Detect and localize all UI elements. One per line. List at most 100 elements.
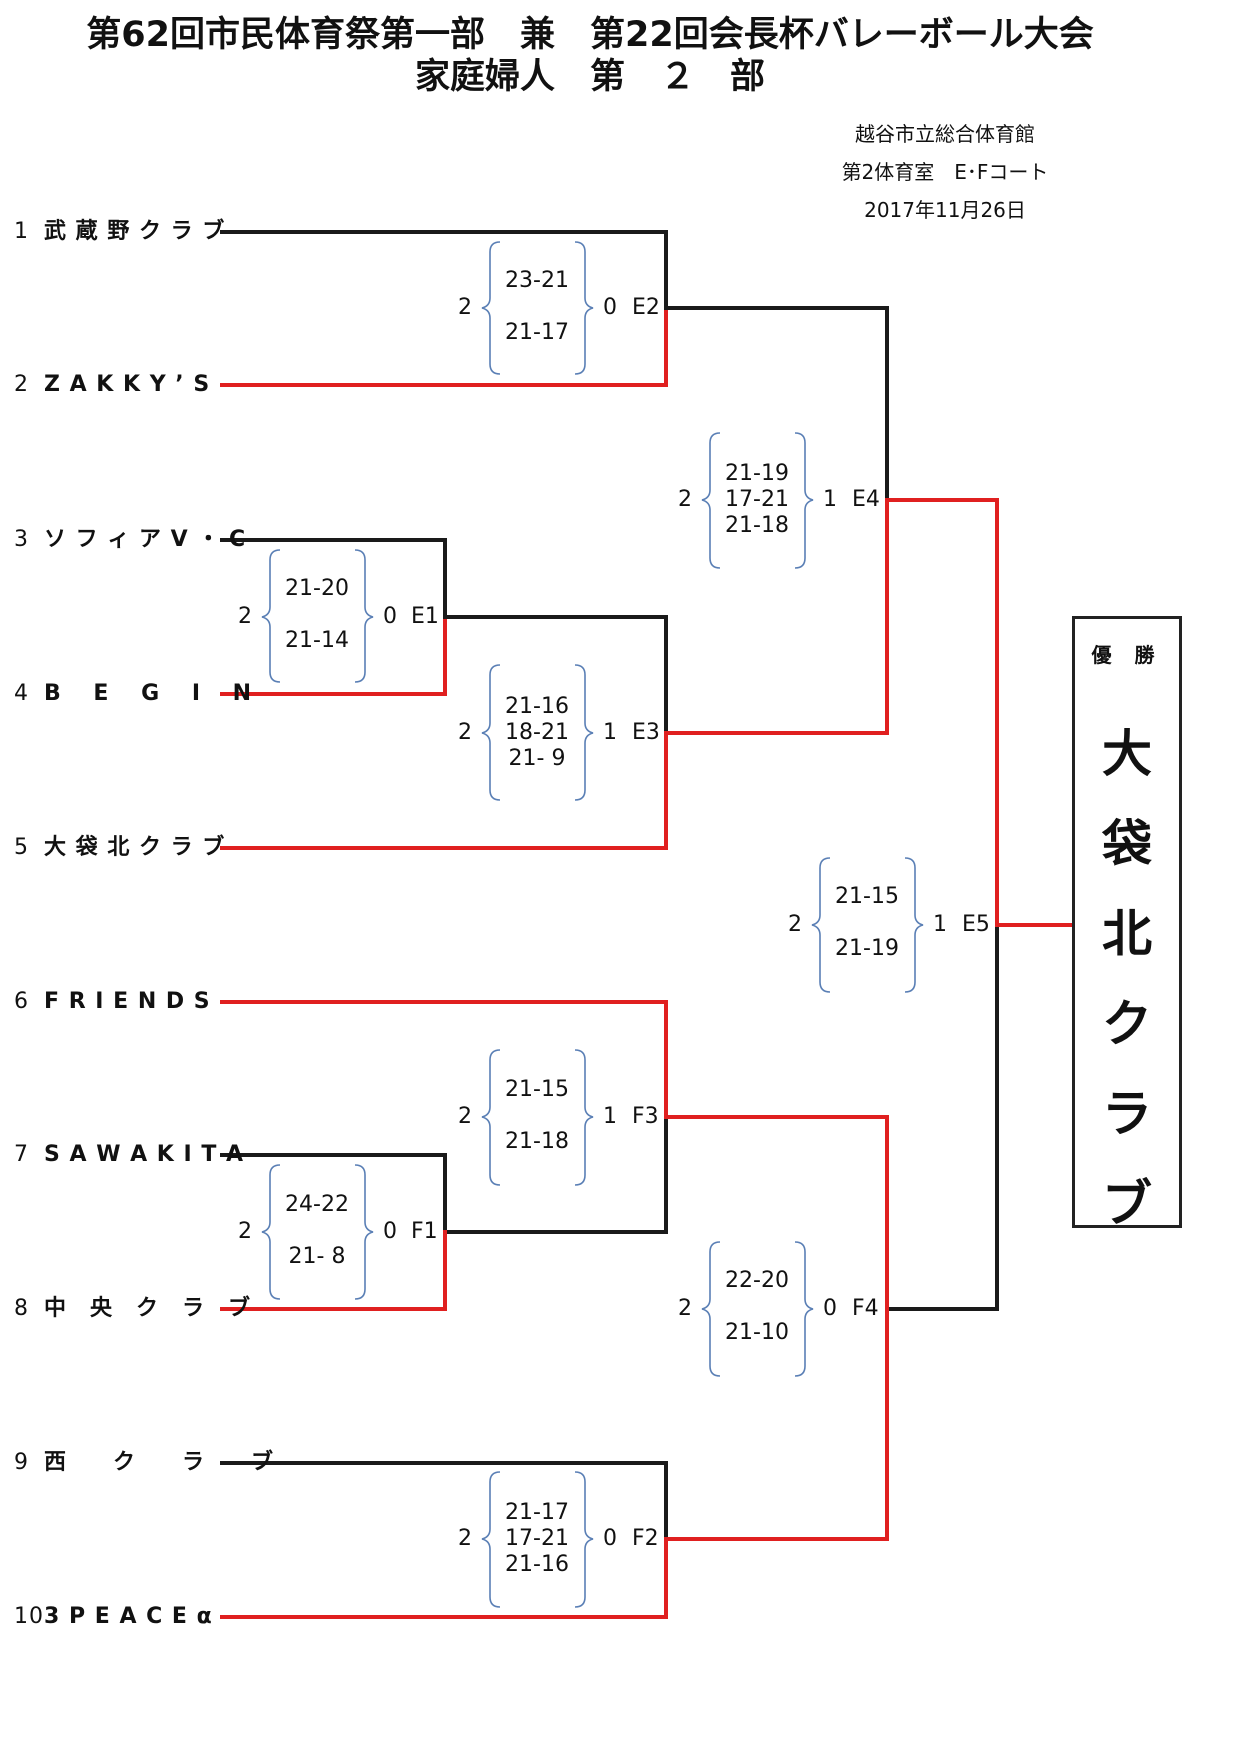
sets-won-left: 2 [788, 912, 802, 937]
champion-name: 大 袋 北 ク ラ ブ [1075, 709, 1179, 1249]
sets-won-left: 2 [458, 720, 472, 745]
team-row: 8 中 央 ク ラ ブ [14, 1295, 251, 1323]
team-name: 西 ク ラ ブ [44, 1450, 275, 1475]
team-name: ソ フ ィ ア V ・ C [44, 527, 247, 552]
set-score: 23-21 [505, 268, 569, 293]
sets-won-right: 1 [823, 487, 837, 512]
bracket-line-f2-winner [664, 1307, 889, 1541]
brace-f1-left [261, 1164, 281, 1300]
brace-e1-right [354, 549, 374, 683]
sets-won-left: 2 [458, 295, 472, 320]
team-number: 8 [14, 1296, 29, 1321]
team-row: 1 武 蔵 野 ク ラ ブ [14, 218, 225, 246]
team-name: 大 袋 北 ク ラ ブ [44, 835, 226, 860]
brace-f3-left [481, 1049, 501, 1186]
sets-won-right: 1 [603, 720, 617, 745]
sets-won-left: 2 [458, 1526, 472, 1551]
brace-f2-right [574, 1471, 594, 1608]
sets-won-right: 1 [933, 912, 947, 937]
set-score: 21-18 [725, 513, 789, 538]
set-score: 21-17 [505, 320, 569, 345]
team-number: 6 [14, 989, 29, 1014]
bracket-line-team10 [220, 1537, 668, 1619]
match-id: F1 [411, 1219, 438, 1244]
brace-f4-left [701, 1241, 721, 1377]
page-title: 第62回市民体育祭第一部 兼 第22回会長杯バレーボール大会 [86, 15, 1094, 55]
set-score: 24-22 [285, 1192, 349, 1217]
set-score: 17-21 [725, 487, 789, 512]
date-label: 2017年11月26日 [864, 198, 1026, 222]
venue-label: 越谷市立総合体育館 [855, 122, 1035, 146]
team-number: 1 [14, 219, 29, 244]
team-row: 9 西 ク ラ ブ [14, 1449, 274, 1477]
sets-won-right: 0 [603, 1526, 617, 1551]
brace-f4-right [794, 1241, 814, 1377]
sets-won-left: 2 [238, 604, 252, 629]
sets-won-left: 2 [458, 1104, 472, 1129]
set-score: 17-21 [505, 1526, 569, 1551]
bracket-line-team8 [220, 1230, 447, 1311]
team-name: 武 蔵 野 ク ラ ブ [44, 219, 226, 244]
champion-name-char: 北 [1102, 905, 1152, 963]
brace-e5-left [811, 857, 831, 993]
match-id: E1 [411, 604, 439, 629]
team-row: 4 B E G I N [14, 680, 252, 708]
match-id: E4 [852, 487, 880, 512]
champion-name-char: ブ [1102, 1175, 1152, 1233]
match-id: F3 [632, 1104, 659, 1129]
team-name: B E G I N [44, 681, 253, 706]
sets-won-right: 1 [603, 1104, 617, 1129]
team-name: F R I E N D S [44, 989, 211, 1014]
sets-won-right: 0 [383, 604, 397, 629]
court-label: 第2体育室 E･Fコート [841, 160, 1049, 184]
champion-name-char: ラ [1102, 1085, 1152, 1143]
bracket-line-team5 [220, 731, 668, 850]
set-score: 21-15 [505, 1077, 569, 1102]
team-name: 中 央 ク ラ ブ [44, 1296, 252, 1321]
brace-e4-left [701, 432, 721, 569]
set-score: 21-16 [505, 694, 569, 719]
match-id: E2 [632, 295, 660, 320]
champion-label: 優 勝 [1091, 643, 1163, 667]
sets-won-right: 0 [383, 1219, 397, 1244]
set-score: 21-14 [285, 628, 349, 653]
brace-e3-right [574, 664, 594, 801]
team-number: 5 [14, 835, 29, 860]
bracket-line-f4-winner [885, 923, 999, 1311]
bracket-line-e4-winner [885, 498, 999, 927]
champion-name-char: 袋 [1102, 815, 1152, 873]
team-number: 3 [14, 527, 29, 552]
set-score: 21-10 [725, 1320, 789, 1345]
bracket-line-team6 [220, 1000, 668, 1119]
bracket-line-team9 [220, 1461, 668, 1541]
sets-won-left: 2 [678, 487, 692, 512]
brace-e5-right [904, 857, 924, 993]
brace-f3-right [574, 1049, 594, 1186]
bracket-line-team2 [220, 306, 668, 387]
sets-won-left: 2 [238, 1219, 252, 1244]
bracket-line-f3-winner [664, 1115, 889, 1311]
set-score: 18-21 [505, 720, 569, 745]
team-row: 103 P E A C E α [14, 1603, 213, 1631]
set-score: 21- 9 [508, 746, 566, 771]
champion-box: 優 勝 大 袋 北 ク ラ ブ [1072, 616, 1182, 1233]
set-score: 21-15 [835, 884, 899, 909]
bracket-line-team3 [220, 538, 447, 619]
match-id: F2 [632, 1526, 659, 1551]
page-subtitle: 家庭婦人 第 ２ 部 [414, 57, 765, 97]
brace-f2-left [481, 1471, 501, 1608]
set-score: 21- 8 [288, 1244, 346, 1269]
bracket-line-e1-winner [443, 615, 668, 735]
champion-name-char: ク [1102, 995, 1152, 1053]
team-number: 4 [14, 681, 29, 706]
match-id: E3 [632, 720, 660, 745]
set-score: 21-17 [505, 1500, 569, 1525]
team-number: 9 [14, 1450, 29, 1475]
bracket-line-e2-winner [664, 306, 889, 502]
brace-e3-left [481, 664, 501, 801]
bracket-line-team7 [220, 1153, 447, 1234]
set-score: 21-18 [505, 1129, 569, 1154]
